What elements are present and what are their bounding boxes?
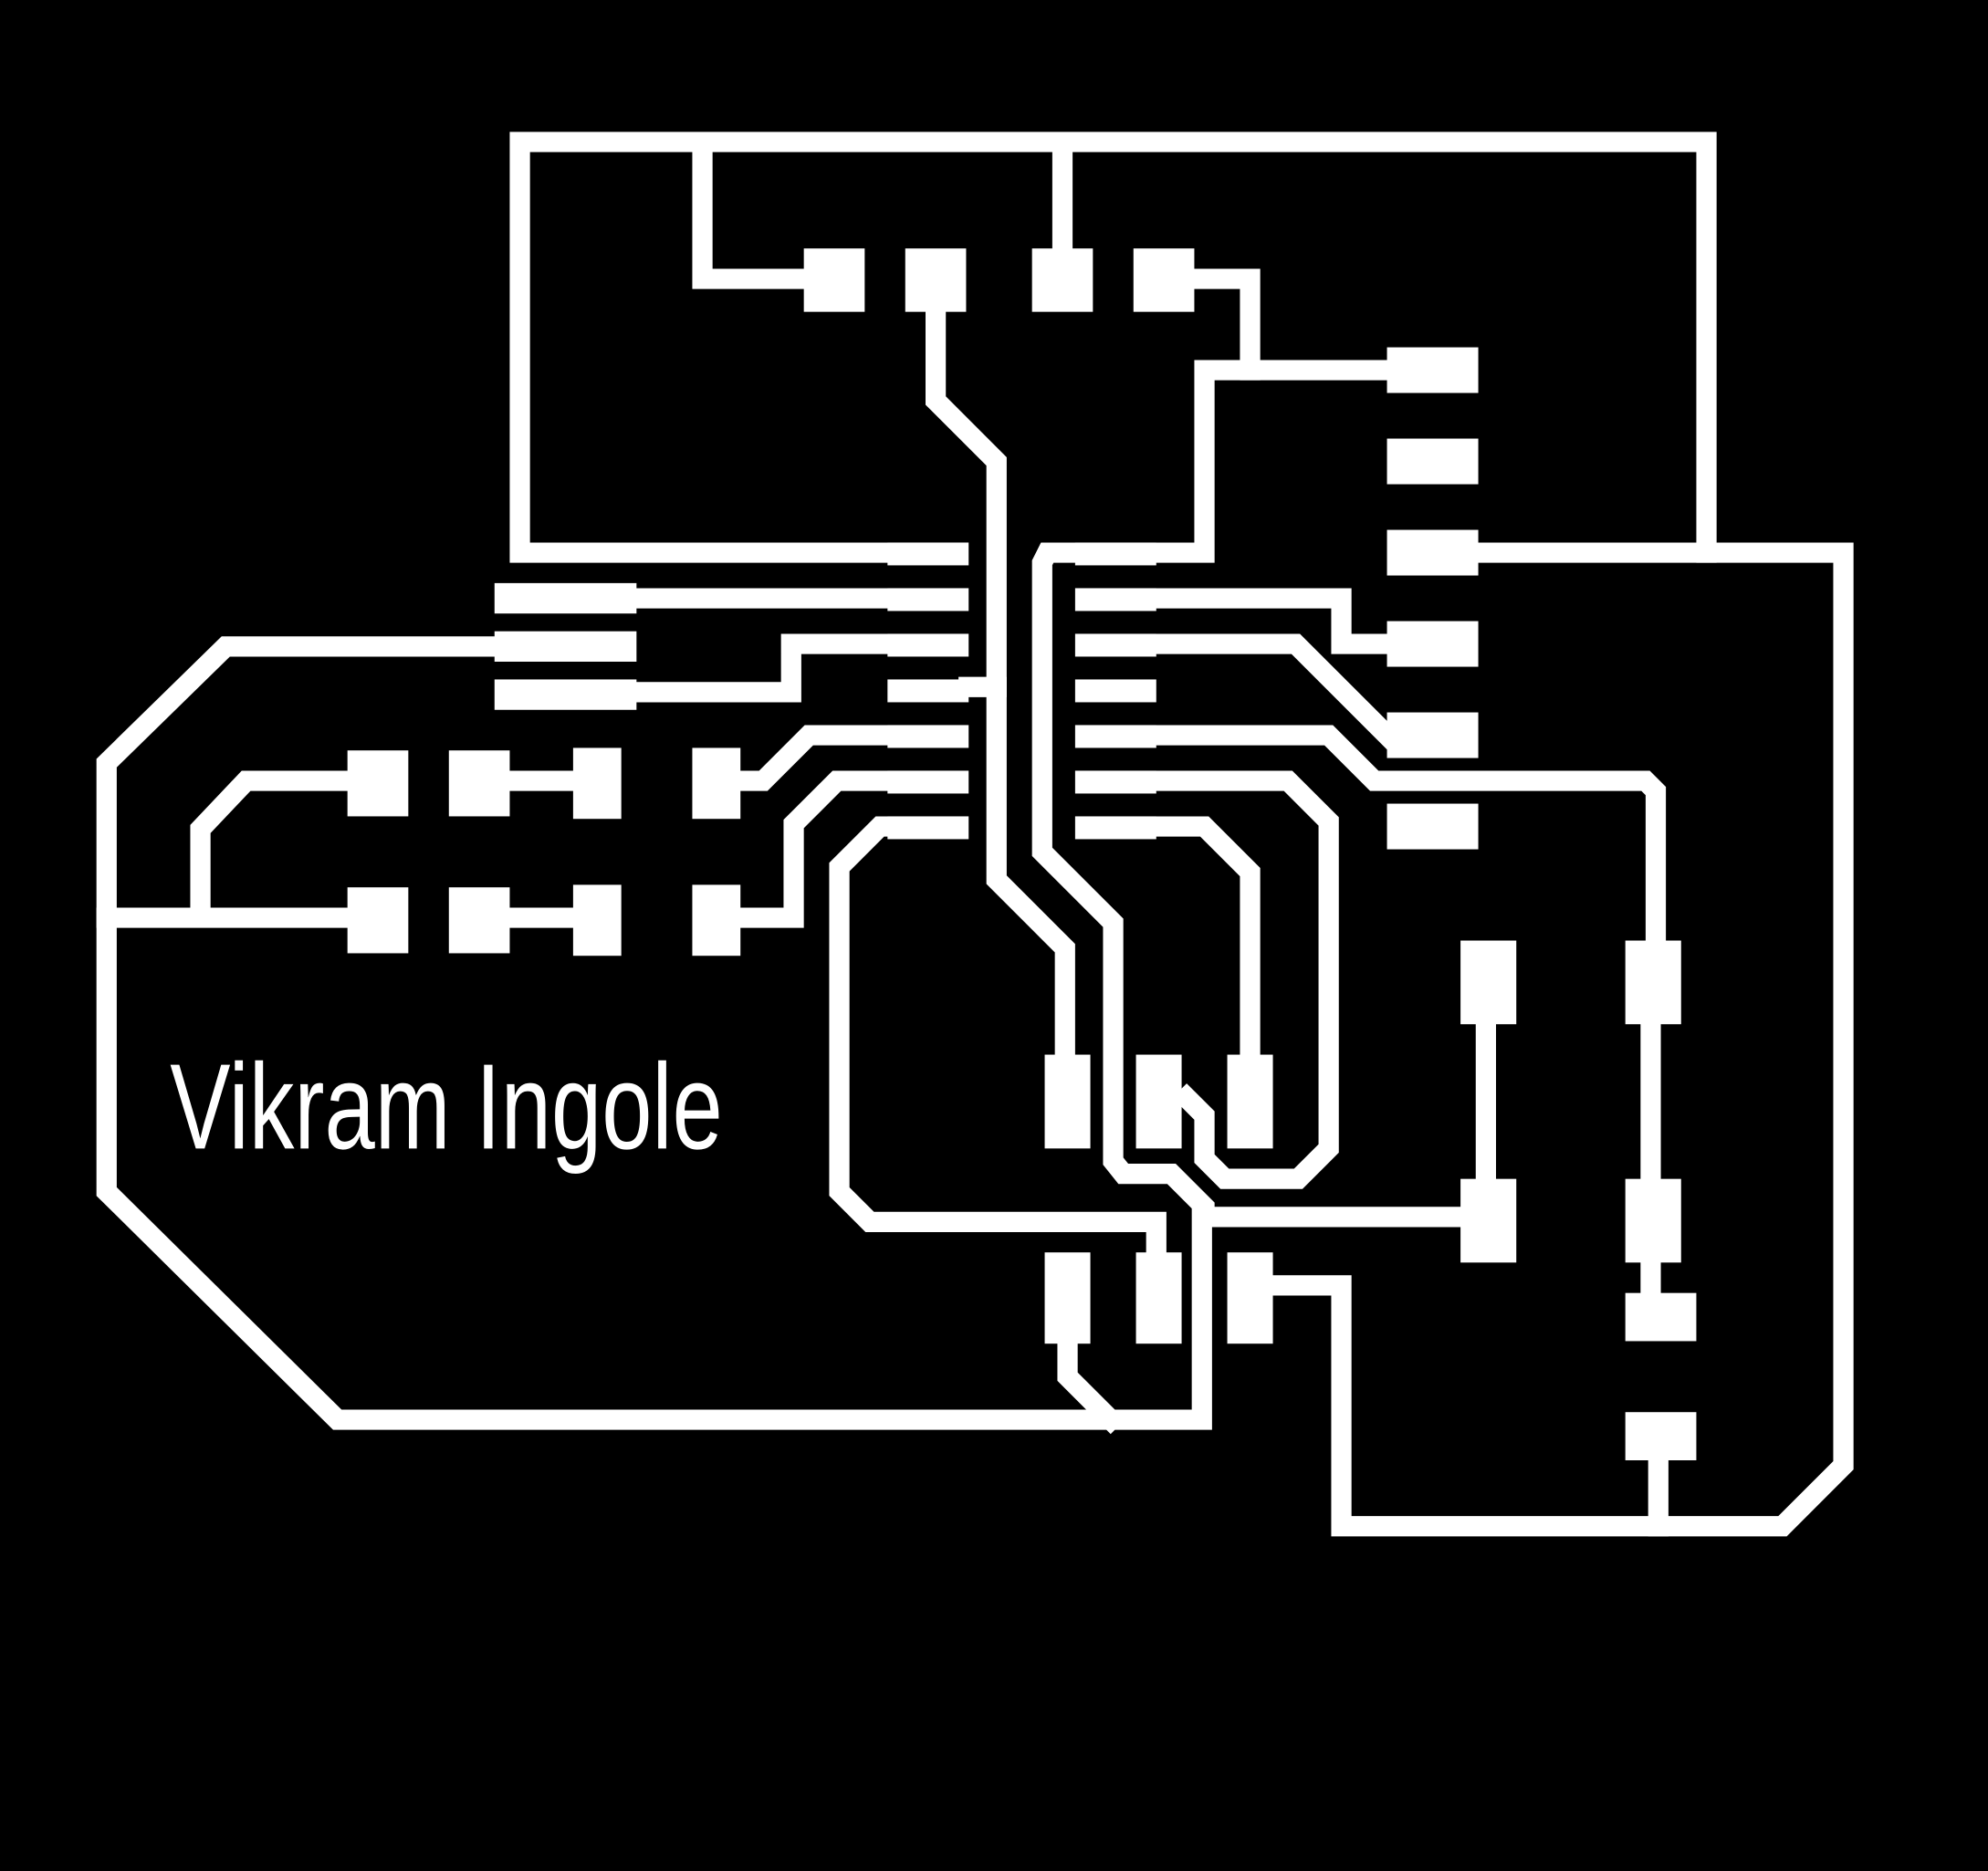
pad-header-2 <box>1386 438 1479 485</box>
trace-top-right-down <box>1262 542 1854 1537</box>
trace-right-feed <box>1146 360 1261 563</box>
trace-top-left-branch <box>692 131 817 289</box>
board-label: Vikram Ingole <box>170 1039 723 1175</box>
trace-rpin4 <box>1146 725 1667 954</box>
trace-top-loop <box>509 131 1717 563</box>
pad-header-6 <box>1386 803 1479 850</box>
pad-center-down-1 <box>1044 1252 1091 1344</box>
pad-center-down-2 <box>1135 1252 1182 1344</box>
pad-center-up-3 <box>1227 1054 1273 1149</box>
trace-center-down <box>986 676 1075 1065</box>
pad-top-4 <box>1133 248 1195 312</box>
pad-led-1-bot <box>1460 1178 1517 1263</box>
trace-pad2-down <box>926 301 1007 697</box>
trace-rpin6 <box>1146 816 1261 1065</box>
pad-header-3 <box>1386 529 1479 576</box>
pad-top-3 <box>1031 248 1093 312</box>
pad-top-1 <box>803 248 865 312</box>
trace-rpin1 <box>1146 588 1397 654</box>
pad-res-bot-1 <box>347 887 409 954</box>
chip-pin-l4 <box>887 679 969 703</box>
trace-top-pad4 <box>1181 268 1397 381</box>
chip-pin-r3 <box>1074 633 1156 657</box>
trace-rpin2 <box>1146 633 1402 750</box>
chip-pin-l1 <box>887 542 969 566</box>
trace-rpin5 <box>1146 770 1339 1189</box>
trace-left-upper <box>190 770 361 921</box>
pad-switch-bot <box>1625 1412 1697 1460</box>
chip-pin-l6 <box>887 770 969 794</box>
pad-res-top-3 <box>572 747 622 820</box>
chip-pin-l3 <box>887 633 969 657</box>
pad-header-5 <box>1386 712 1479 758</box>
chip-pin-r2 <box>1074 588 1156 611</box>
chip-pin-r4 <box>1074 679 1156 703</box>
pad-header-4 <box>1386 621 1479 667</box>
conn-pad-1 <box>494 582 637 614</box>
pad-center-down-3 <box>1227 1252 1273 1344</box>
trace-inner-loop <box>1031 542 1215 1228</box>
pad-center-up-1 <box>1044 1054 1091 1149</box>
pads <box>347 248 1697 1460</box>
trace-cap-top <box>727 725 901 791</box>
pad-res-top-4 <box>692 747 741 820</box>
chip-pin-r7 <box>1074 816 1156 840</box>
pad-switch-top <box>1625 1292 1697 1342</box>
chip-pin-r1 <box>1074 542 1156 566</box>
pad-center-up-2 <box>1135 1054 1182 1149</box>
pad-res-top-2 <box>448 750 510 817</box>
pad-top-2 <box>905 248 967 312</box>
pad-res-bot-2 <box>448 887 510 954</box>
trace-cap-bot <box>727 770 901 928</box>
pad-led-1-top <box>1460 940 1517 1025</box>
pad-res-bot-3 <box>572 884 622 956</box>
traces <box>96 131 1854 1537</box>
chip-pin-l2 <box>887 588 969 611</box>
chip-pin-r6 <box>1074 770 1156 794</box>
chip-pin-l5 <box>887 725 969 748</box>
trace-left-outline <box>96 636 1471 1430</box>
pad-led-2-bot <box>1625 1178 1681 1263</box>
conn-pad-2 <box>494 631 637 662</box>
trace-bottom-pad <box>1057 1331 1125 1435</box>
conn-pad-3 <box>494 679 637 710</box>
pad-res-bot-4 <box>692 884 741 956</box>
chip-pin-l7 <box>887 816 969 840</box>
pad-led-2-top <box>1625 940 1681 1025</box>
chip-pin-r5 <box>1074 725 1156 748</box>
pad-header-1 <box>1386 347 1479 393</box>
pad-res-top-1 <box>347 750 409 817</box>
trace-left-loop <box>829 816 1167 1266</box>
trace-conn3 <box>623 633 901 703</box>
